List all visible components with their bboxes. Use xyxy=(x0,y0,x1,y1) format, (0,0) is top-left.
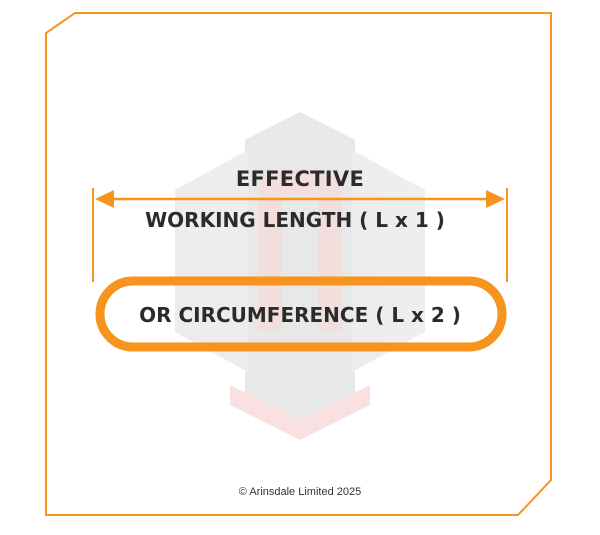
working-length-label: WORKING LENGTH ( L x 1 ) xyxy=(145,208,445,232)
effective-label: EFFECTIVE xyxy=(235,167,365,191)
circumference-label: OR CIRCUMFERENCE ( L x 2 ) xyxy=(139,303,461,327)
copyright-notice: © Arinsdale Limited 2025 xyxy=(238,486,362,498)
circumference-loop xyxy=(95,276,507,352)
double-headed-arrow xyxy=(92,188,508,282)
arinsdale-logo-watermark xyxy=(175,112,425,440)
outer-frame xyxy=(45,12,552,516)
